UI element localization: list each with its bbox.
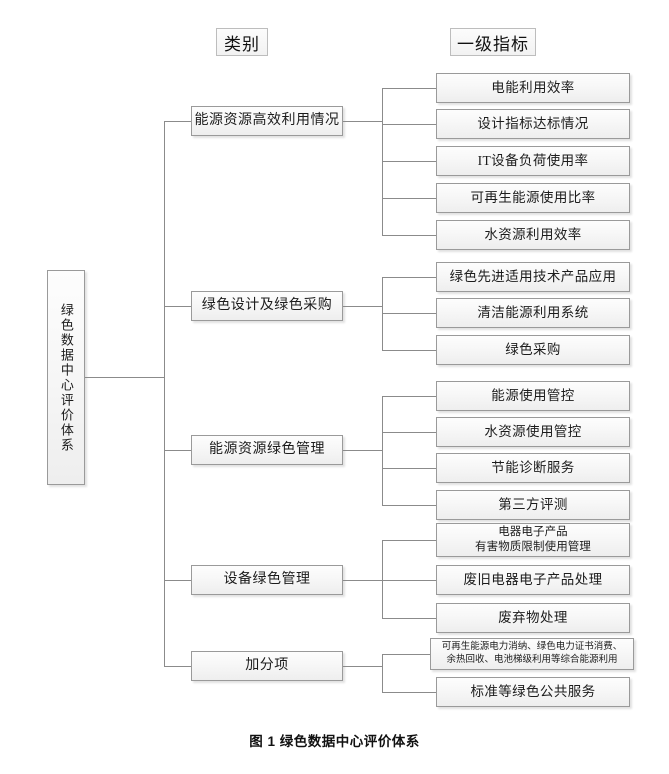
connector-category-1-to-subtrunk [343,121,382,122]
category-box-1: 能源资源高效利用情况 [191,106,343,136]
category-box-4: 设备绿色管理 [191,565,343,595]
connector-indicator-1-4 [382,198,436,199]
indicator-box-3-3: 节能诊断服务 [436,453,630,483]
connector-category-4-to-subtrunk [343,580,382,581]
connector-indicator-1-3 [382,161,436,162]
connector-indicator-3-2 [382,432,436,433]
connector-indicator-1-2 [382,124,436,125]
indicator-box-3-1: 能源使用管控 [436,381,630,411]
connector-category-2-to-subtrunk [343,306,382,307]
connector-indicator-2-2 [382,313,436,314]
connector-trunk-to-category-3 [164,450,191,451]
indicator-box-2-3: 绿色采购 [436,335,630,365]
root-node-green-data-center-evaluation-system: 绿色数据中心评价体系 [47,270,85,485]
subtrunk-group-5 [382,654,383,692]
indicator-box-1-2: 设计指标达标情况 [436,109,630,139]
indicator-box-4-1: 电器电子产品 有害物质限制使用管理 [436,523,630,557]
connector-indicator-4-1 [382,540,436,541]
indicator-box-5-2: 标准等绿色公共服务 [436,677,630,707]
connector-indicator-3-4 [382,505,436,506]
indicator-box-1-5: 水资源利用效率 [436,220,630,250]
subtrunk-group-4 [382,540,383,618]
connector-indicator-4-2 [382,580,436,581]
subtrunk-group-3 [382,396,383,505]
connector-indicator-1-5 [382,235,436,236]
indicator-box-1-4: 可再生能源使用比率 [436,183,630,213]
root-node-label: 绿色数据中心评价体系 [58,302,74,453]
indicator-box-1-1: 电能利用效率 [436,73,630,103]
connector-indicator-5-2 [382,692,436,693]
indicator-box-4-2: 废旧电器电子产品处理 [436,565,630,595]
column-header-category: 类别 [216,28,268,56]
indicator-box-2-2: 清洁能源利用系统 [436,298,630,328]
indicator-box-3-4: 第三方评测 [436,490,630,520]
connector-indicator-4-3 [382,618,436,619]
figure-caption: 图 1 绿色数据中心评价体系 [249,734,420,749]
indicator-box-4-3: 废弃物处理 [436,603,630,633]
connector-indicator-2-3 [382,350,436,351]
connector-trunk-to-category-1 [164,121,191,122]
connector-trunk-to-category-2 [164,306,191,307]
indicator-box-3-2: 水资源使用管控 [436,417,630,447]
connector-indicator-2-1 [382,277,436,278]
connector-indicator-1-1 [382,88,436,89]
column-header-indicator: 一级指标 [450,28,536,56]
indicator-box-5-1: 可再生能源电力消纳、绿色电力证书消费、 余热回收、电池梯级利用等综合能源利用 [430,638,634,670]
connector-indicator-3-3 [382,468,436,469]
connector-category-5-to-subtrunk [343,666,382,667]
connector-trunk-to-category-4 [164,580,191,581]
connector-indicator-3-1 [382,396,436,397]
category-box-2: 绿色设计及绿色采购 [191,291,343,321]
connector-indicator-5-1 [382,654,436,655]
connector-root-to-trunk [85,377,164,378]
category-box-5: 加分项 [191,651,343,681]
indicator-box-2-1: 绿色先进适用技术产品应用 [436,262,630,292]
indicator-box-1-3: IT设备负荷使用率 [436,146,630,176]
connector-category-3-to-subtrunk [343,450,382,451]
connector-main-trunk [164,121,165,666]
connector-trunk-to-category-5 [164,666,191,667]
category-box-3: 能源资源绿色管理 [191,435,343,465]
